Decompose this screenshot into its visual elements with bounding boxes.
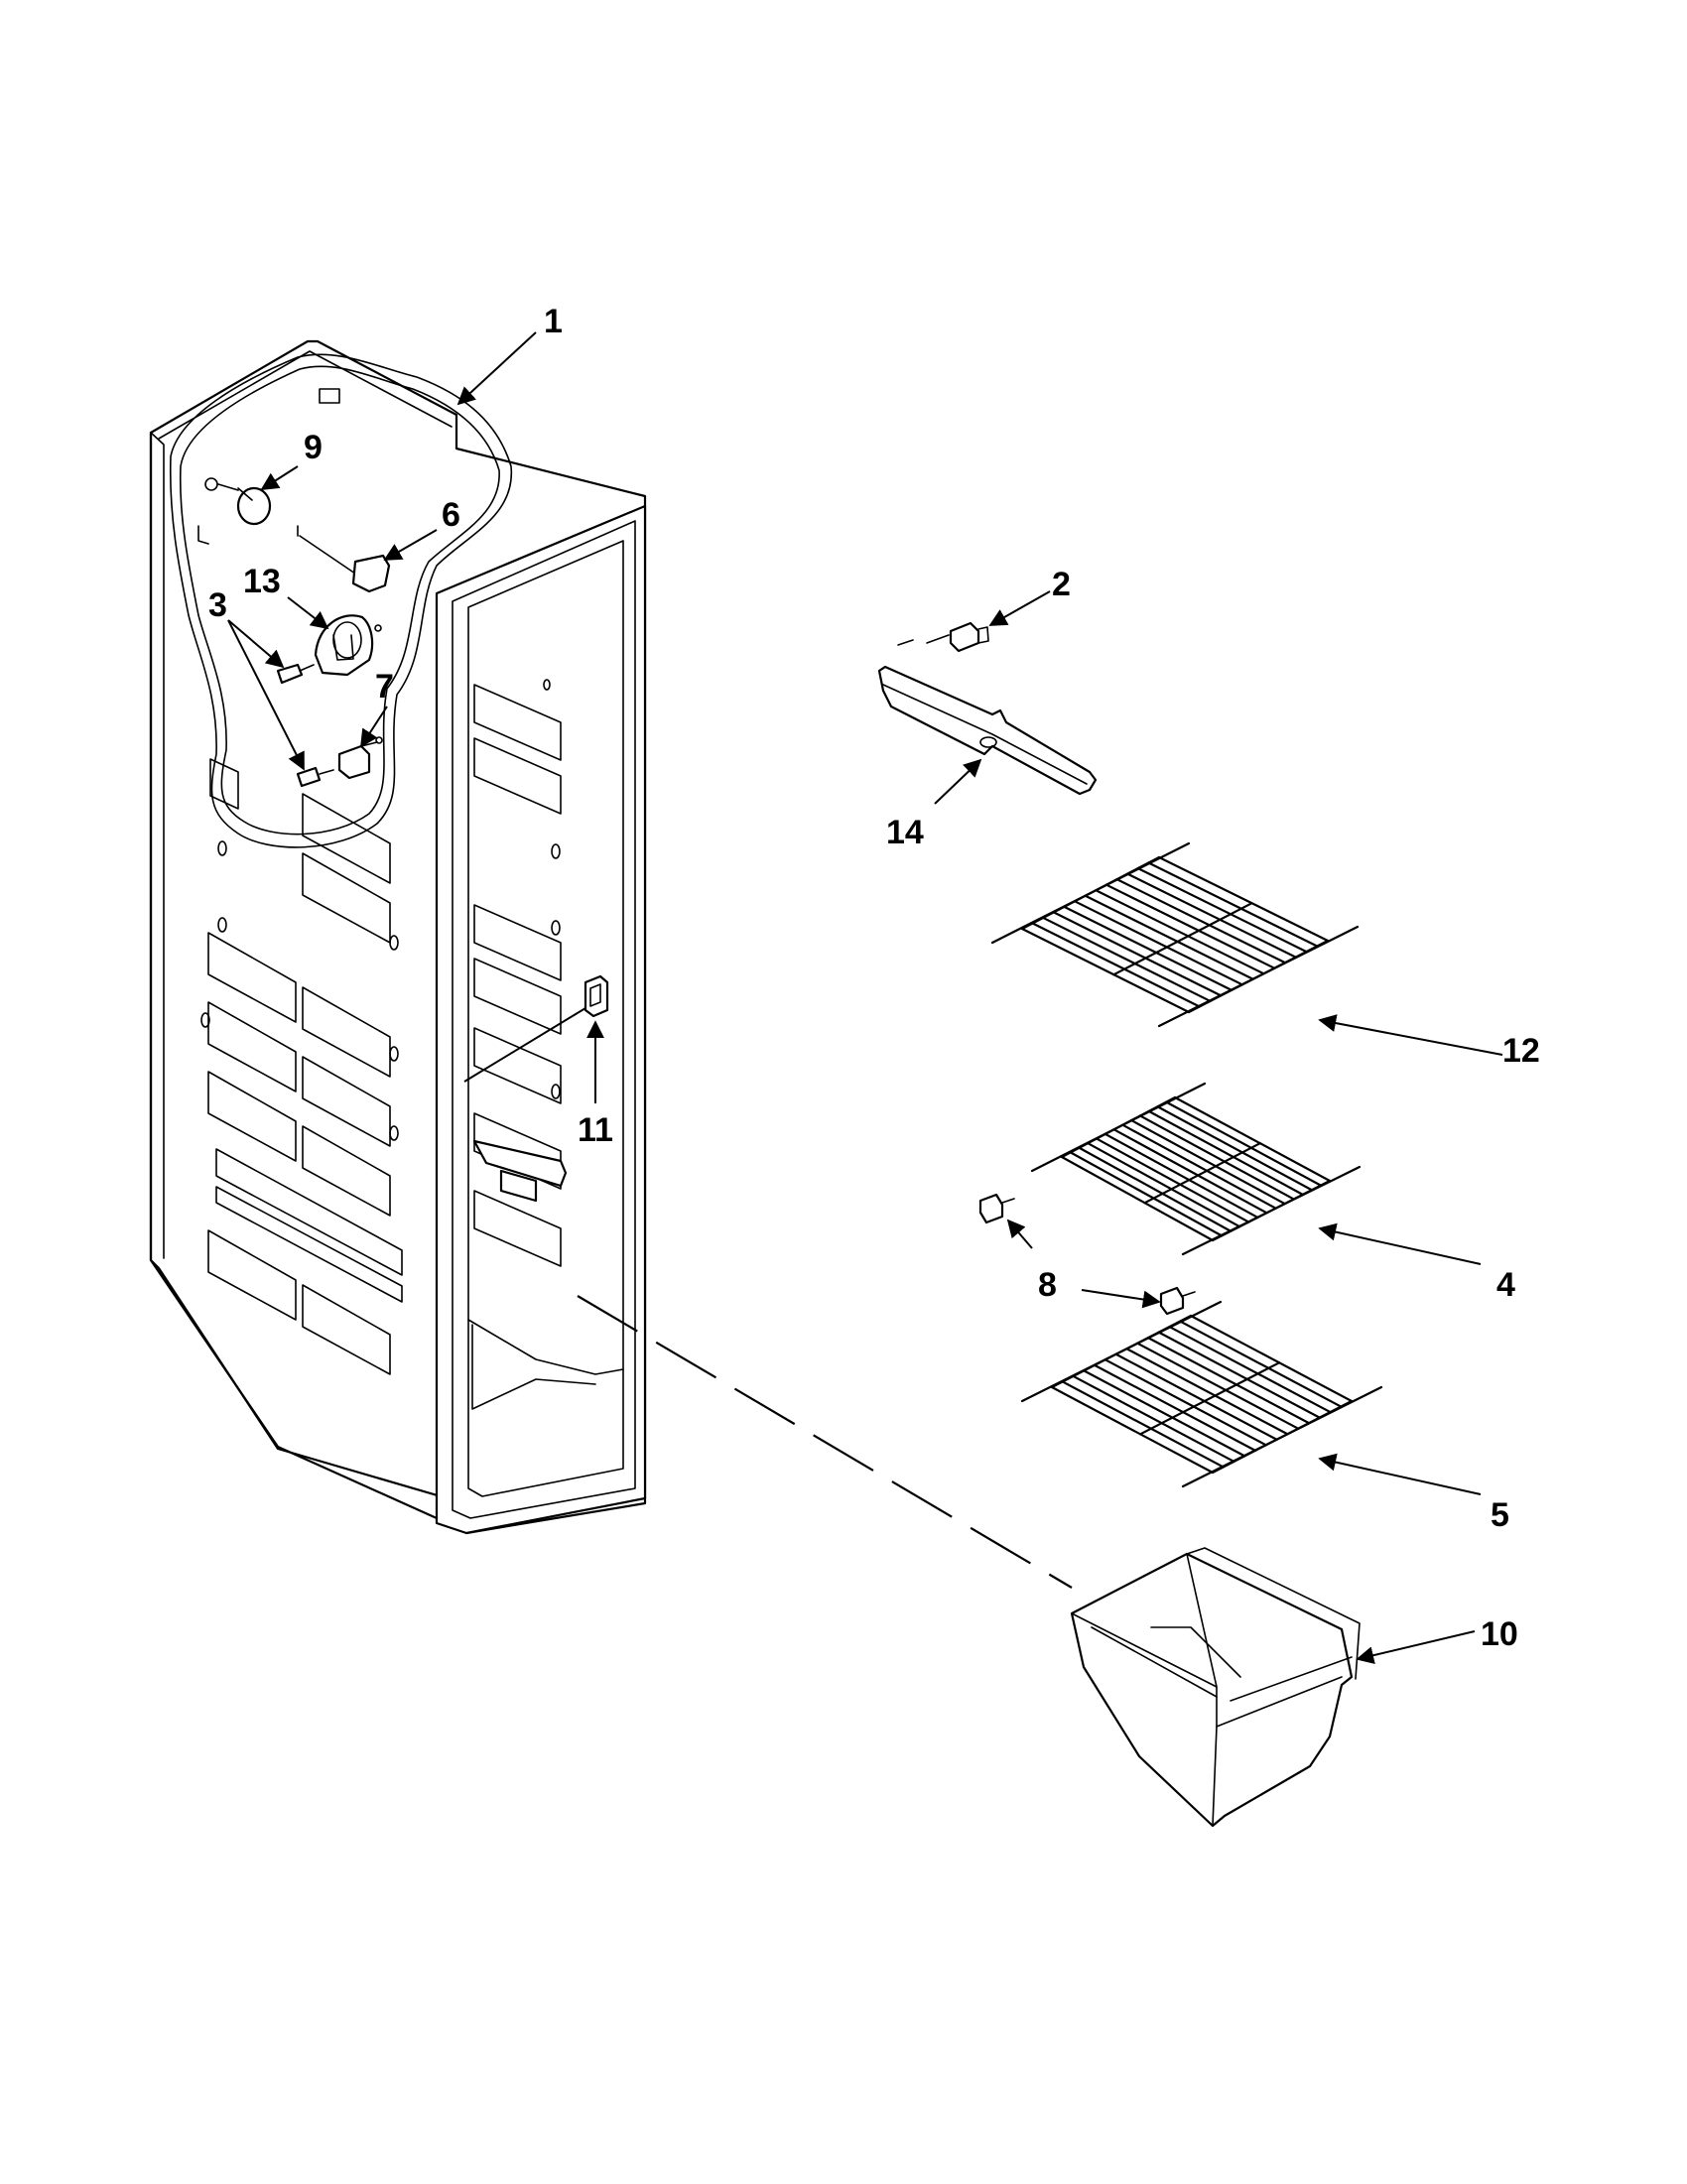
leader-7	[360, 706, 388, 748]
wire-shelf-4	[1030, 1082, 1362, 1256]
housing-13	[314, 614, 382, 677]
leader-13	[287, 596, 329, 630]
callout-10: 10	[1481, 1615, 1518, 1653]
leader-3a	[227, 619, 285, 669]
leader-11-b	[463, 1007, 586, 1083]
freezer-liner	[149, 339, 647, 1535]
callout-5: 5	[1491, 1496, 1509, 1534]
leader-10	[1356, 1630, 1476, 1665]
freezer-bin	[1070, 1547, 1361, 1828]
callout-1: 1	[544, 303, 563, 340]
clip-11	[584, 974, 609, 1018]
support-bracket	[877, 639, 1098, 796]
shelf-stud-upper	[978, 1193, 1015, 1224]
callout-8: 8	[1038, 1266, 1057, 1304]
liner-rails-right	[473, 684, 562, 1267]
screw-2	[926, 621, 989, 653]
callout-labels: 1 9 6 13 3 7 11 2 14 12 4 8 5 10	[208, 303, 1540, 1653]
callout-3: 3	[208, 586, 227, 624]
leader-6	[383, 529, 438, 561]
leader-5	[1318, 1453, 1482, 1495]
callout-11: 11	[578, 1111, 613, 1149]
leader-8b	[1081, 1289, 1161, 1309]
leader-1	[456, 331, 537, 406]
callout-9: 9	[304, 429, 323, 466]
screws-3	[276, 663, 334, 788]
liner-rails-left	[207, 758, 403, 1375]
leader-lines	[227, 331, 1503, 1665]
leader-9	[260, 465, 299, 490]
callout-14: 14	[886, 814, 924, 851]
leader-4	[1318, 1222, 1482, 1265]
leader-14	[934, 758, 982, 805]
callout-4: 4	[1496, 1266, 1515, 1304]
plug-button	[197, 477, 272, 545]
callout-7: 7	[375, 668, 394, 706]
callout-6: 6	[442, 496, 460, 534]
callout-12: 12	[1502, 1032, 1540, 1070]
leader-12	[1318, 1014, 1503, 1056]
callout-2: 2	[1052, 566, 1071, 603]
shelf-stud-lower	[1159, 1286, 1196, 1316]
leader-8a	[1006, 1219, 1033, 1249]
leader-3b	[227, 619, 305, 771]
wire-shelf-5	[1020, 1300, 1383, 1488]
alignment-dashed-line	[577, 1295, 1073, 1589]
callout-13: 13	[243, 563, 281, 600]
wire-shelf-12	[990, 841, 1360, 1028]
clip-6	[297, 525, 391, 593]
leader-2	[988, 590, 1051, 626]
